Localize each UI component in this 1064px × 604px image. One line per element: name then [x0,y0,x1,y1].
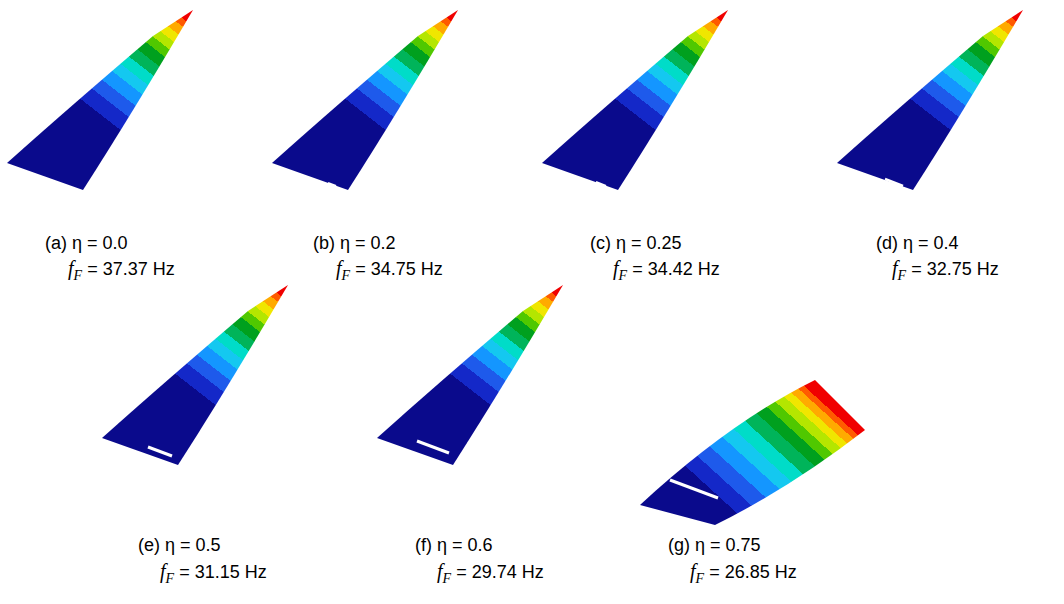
frequency-subscript: F [898,268,907,283]
frequency-value: = 29.74 Hz [456,562,544,582]
case-label: (b) η = 0.2 [313,232,396,254]
frequency-label: fF = 31.15 Hz [160,560,267,590]
mode-shape [272,10,458,190]
frequency-subscript: F [619,268,628,283]
mode-shape [7,10,193,190]
case-label: (a) η = 0.0 [45,232,128,254]
frequency-value: = 34.42 Hz [632,259,720,279]
frequency-subscript: F [166,571,175,586]
frequency-symbol: f [336,257,342,279]
frequency-value: = 31.15 Hz [179,562,267,582]
mode-shape [640,380,865,525]
mode-shape [837,10,1023,190]
mode-shape [102,285,288,465]
frequency-symbol: f [892,257,898,279]
case-label: (g) η = 0.75 [668,534,761,556]
frequency-value: = 26.85 Hz [709,562,797,582]
frequency-symbol: f [68,257,74,279]
frequency-value: = 37.37 Hz [87,259,175,279]
frequency-label: fF = 34.75 Hz [336,257,443,287]
frequency-subscript: F [443,571,452,586]
case-label: (c) η = 0.25 [590,232,682,254]
frequency-value: = 32.75 Hz [911,259,999,279]
frequency-label: fF = 26.85 Hz [690,560,797,590]
frequency-subscript: F [696,571,705,586]
frequency-label: fF = 29.74 Hz [437,560,544,590]
mode-shape [377,285,563,465]
frequency-symbol: f [160,560,166,582]
frequency-symbol: f [690,560,696,582]
mode-shape [542,10,728,190]
frequency-subscript: F [74,268,83,283]
frequency-symbol: f [437,560,443,582]
case-label: (f) η = 0.6 [415,534,493,556]
frequency-label: fF = 34.42 Hz [613,257,720,287]
frequency-subscript: F [342,268,351,283]
frequency-label: fF = 32.75 Hz [892,257,999,287]
case-label: (d) η = 0.4 [876,232,959,254]
frequency-value: = 34.75 Hz [355,259,443,279]
frequency-label: fF = 37.37 Hz [68,257,175,287]
frequency-symbol: f [613,257,619,279]
case-label: (e) η = 0.5 [138,534,221,556]
